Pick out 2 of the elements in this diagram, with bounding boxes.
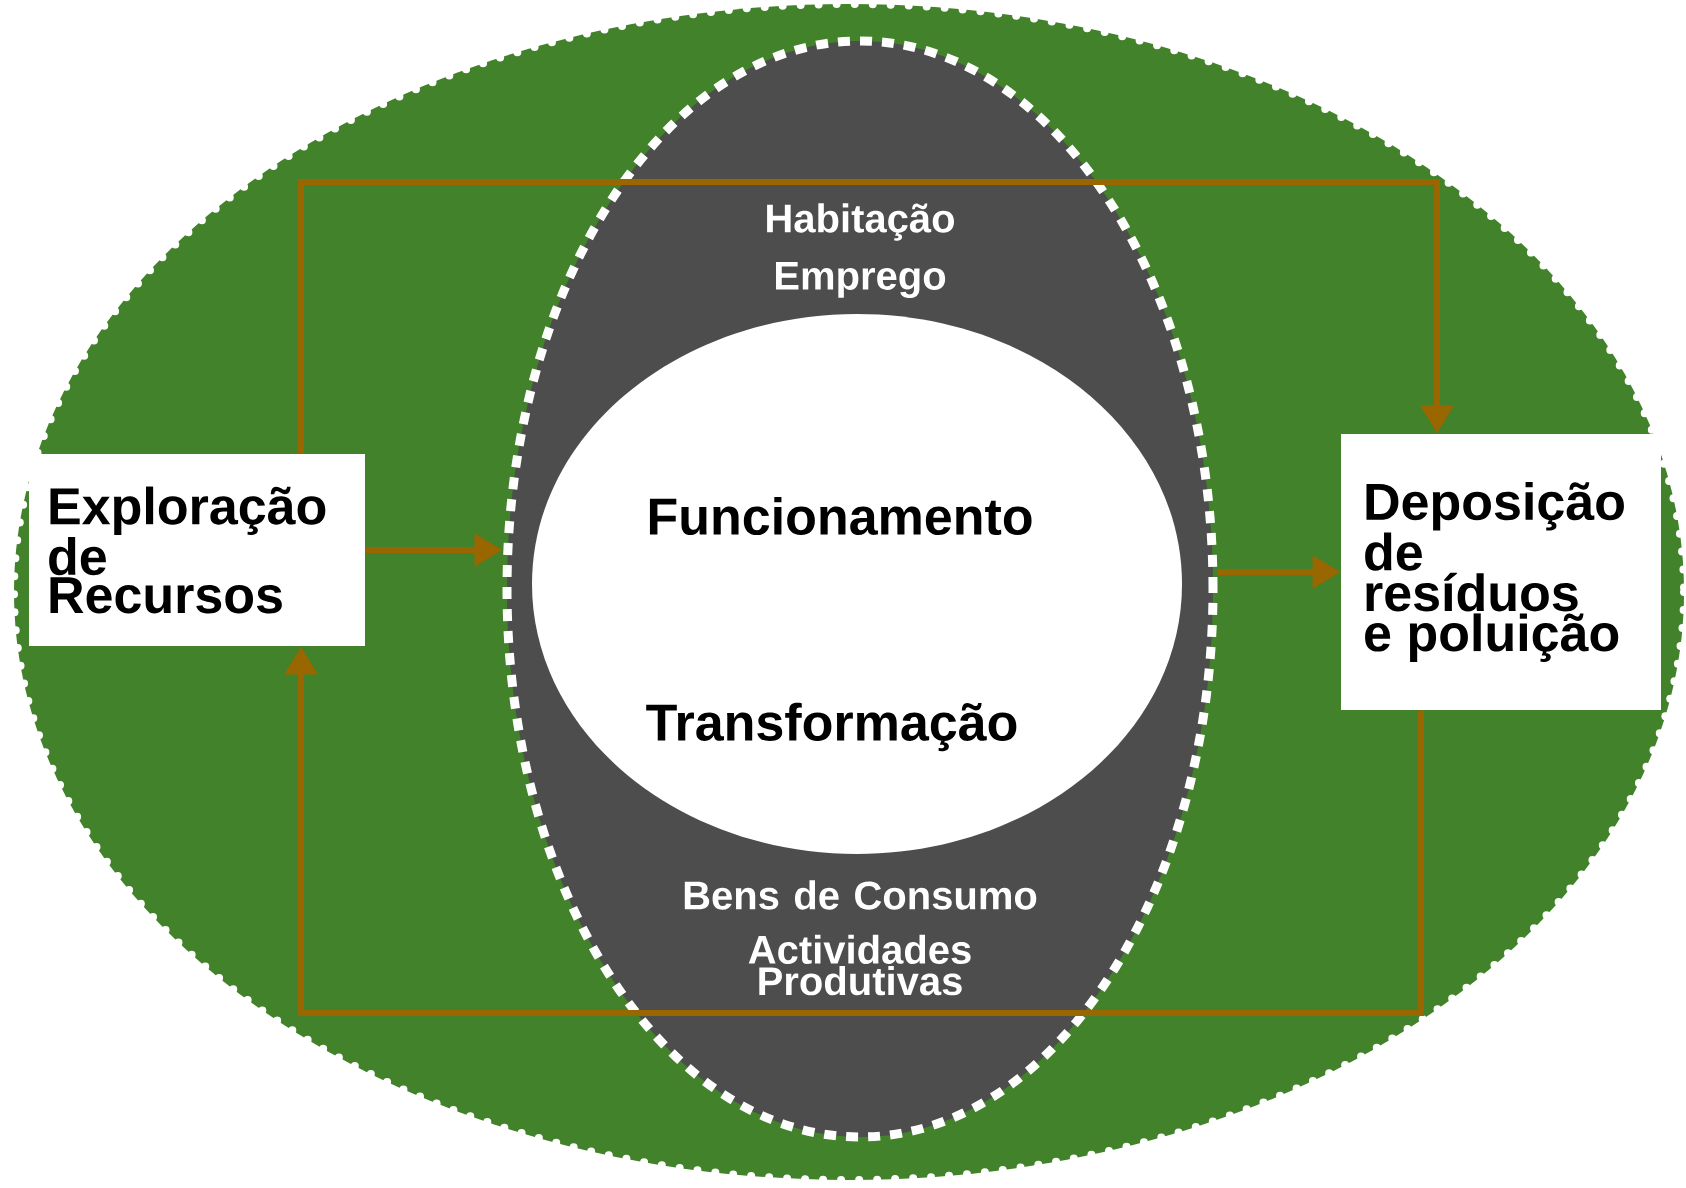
text-box: Exploração de Recursos: [29, 454, 365, 646]
text-box: Deposição de resíduos e poluição: [1341, 434, 1661, 710]
